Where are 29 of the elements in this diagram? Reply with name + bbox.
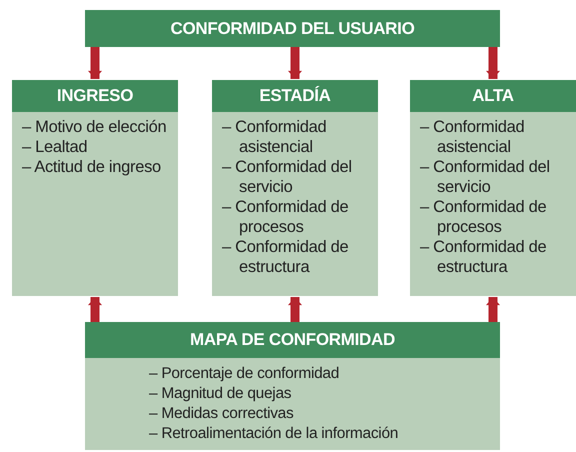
list-item: – Motivo de elección: [22, 117, 168, 137]
list-item: – Conformidad de estructura: [222, 237, 350, 277]
panel-heading: ALTA: [410, 80, 576, 112]
panel-heading: MAPA DE CONFORMIDAD: [85, 322, 500, 358]
block-arrow: [288, 297, 302, 322]
category-panel: [12, 80, 178, 296]
block-arrow: [486, 47, 500, 79]
block-arrow: [88, 47, 102, 79]
list-item: – Conformidad asistencial: [420, 117, 526, 157]
list-item: – Medidas correctivas: [149, 404, 294, 424]
category-panel: [212, 80, 378, 296]
list-item: – Conformidad asistencial: [222, 117, 328, 157]
list-item: – Magnitud de quejas: [149, 384, 292, 404]
block-arrow: [288, 47, 302, 79]
list-item: – Conformidad de estructura: [420, 237, 548, 277]
panel-heading: ESTADÍA: [212, 80, 378, 112]
list-item: – Actitud de ingreso: [22, 157, 162, 177]
list-item: – Conformidad del servicio: [420, 157, 551, 197]
list-item: – Conformidad del servicio: [222, 157, 353, 197]
category-panel: [410, 80, 576, 296]
list-item: – Conformidad de procesos: [222, 197, 350, 237]
list-item: – Retroalimentación de la información: [149, 424, 400, 444]
block-arrow: [88, 297, 102, 322]
block-arrow: [486, 297, 500, 322]
list-item: – Porcentaje de conformidad: [149, 364, 340, 384]
list-item: – Lealtad: [22, 137, 88, 157]
category-panel: [85, 322, 500, 450]
list-item: – Conformidad de procesos: [420, 197, 548, 237]
panel-heading: INGRESO: [12, 80, 178, 112]
